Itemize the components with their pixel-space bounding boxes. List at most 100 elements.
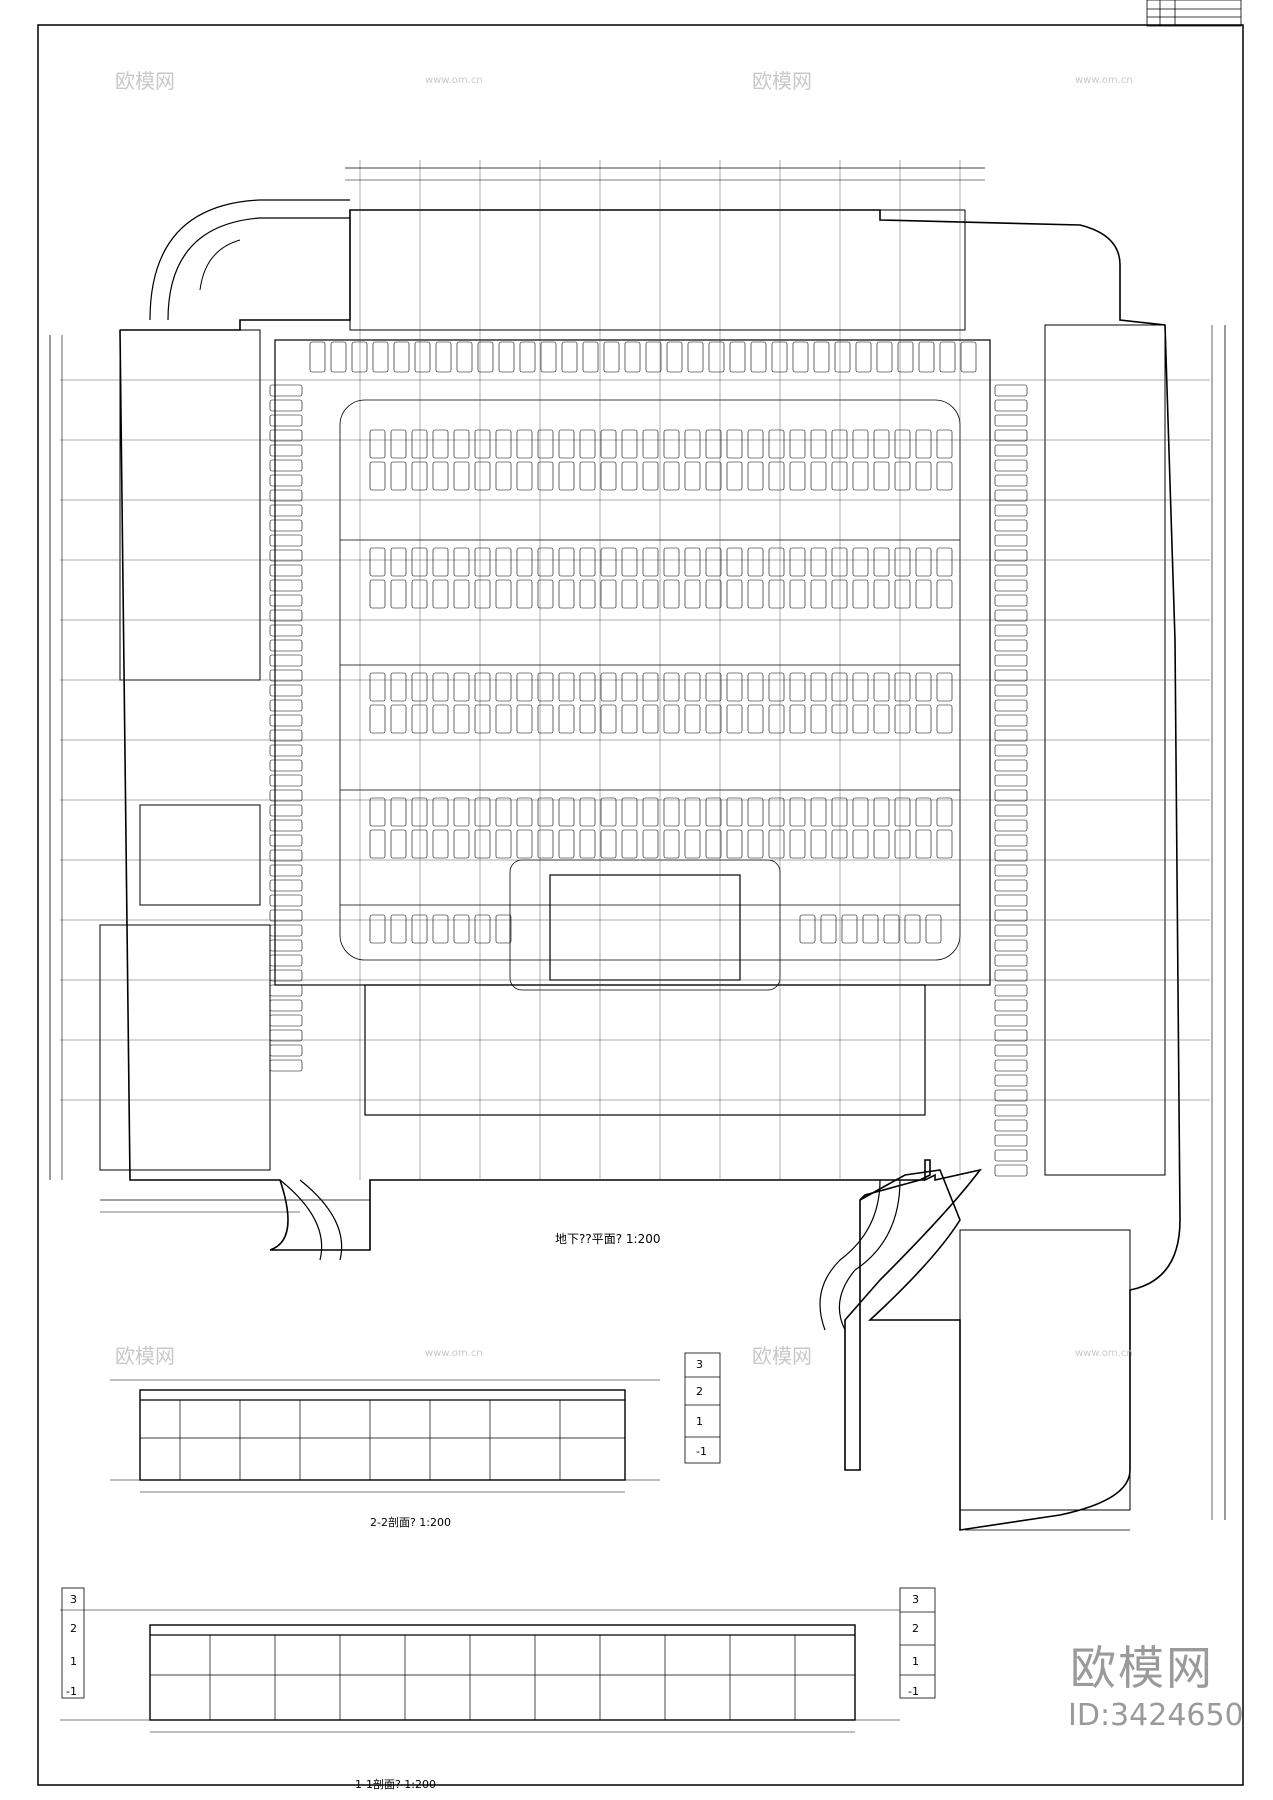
parking-stall	[831, 829, 848, 859]
parking-stall	[642, 829, 659, 859]
parking-stall	[994, 1059, 1028, 1072]
parking-stall	[600, 461, 617, 491]
parking-stall	[269, 609, 303, 622]
parking-stall	[582, 341, 599, 373]
parking-stall	[994, 819, 1028, 832]
parking-stall	[810, 797, 827, 827]
parking-stall	[873, 797, 890, 827]
parking-stall	[768, 429, 785, 459]
parking-stall	[747, 429, 764, 459]
parking-stall	[994, 504, 1028, 517]
parking-stall	[269, 639, 303, 652]
parking-stall	[994, 399, 1028, 412]
parking-stall	[789, 547, 806, 577]
parking-stall	[579, 704, 596, 734]
parking-stall	[621, 579, 638, 609]
parking-stall	[474, 829, 491, 859]
level-3-marker: 3	[912, 1593, 919, 1606]
parking-stall	[810, 704, 827, 734]
parking-stall	[600, 704, 617, 734]
parking-stall	[705, 579, 722, 609]
brand-logo: 欧模网	[1070, 1641, 1214, 1695]
parking-stall	[663, 672, 680, 702]
parking-stall	[498, 341, 515, 373]
parking-stall	[663, 829, 680, 859]
parking-stall	[994, 1164, 1028, 1177]
parking-stall	[994, 1119, 1028, 1132]
parking-stall	[852, 547, 869, 577]
parking-stall	[269, 894, 303, 907]
parking-stall	[495, 914, 512, 944]
parking-stall	[269, 1059, 303, 1072]
plan-title: 地下??平面? 1:200	[555, 1232, 661, 1246]
parking-stall	[558, 672, 575, 702]
parking-stall	[894, 704, 911, 734]
south-block	[364, 984, 926, 1116]
parking-stall	[918, 341, 935, 373]
parking-stall	[750, 341, 767, 373]
parking-stall	[269, 729, 303, 742]
parking-stall	[726, 797, 743, 827]
parking-stall	[516, 672, 533, 702]
parking-stall	[852, 579, 869, 609]
parking-stall	[474, 797, 491, 827]
parking-stall	[540, 341, 557, 373]
parking-stall	[411, 461, 428, 491]
parking-stall	[390, 704, 407, 734]
level-3-marker: 3	[696, 1358, 703, 1371]
parking-stall	[642, 547, 659, 577]
parking-stall	[684, 829, 701, 859]
parking-stall	[369, 704, 386, 734]
parking-stall	[666, 341, 683, 373]
parking-stall	[621, 672, 638, 702]
parking-stall	[831, 797, 848, 827]
parking-stall	[994, 549, 1028, 562]
parking-stall	[684, 547, 701, 577]
parking-stall	[474, 547, 491, 577]
parking-stall	[852, 672, 869, 702]
parking-stall	[516, 461, 533, 491]
parking-stall	[936, 547, 953, 577]
parking-stall	[453, 461, 470, 491]
parking-stall	[994, 834, 1028, 847]
parking-stall	[726, 579, 743, 609]
parking-stall	[994, 414, 1028, 427]
parking-stall	[897, 341, 914, 373]
parking-stall	[537, 829, 554, 859]
parking-stall	[453, 672, 470, 702]
parking-stall	[687, 341, 704, 373]
parking-stall	[894, 547, 911, 577]
parking-stall	[994, 669, 1028, 682]
parking-stall	[894, 461, 911, 491]
parking-stall	[768, 461, 785, 491]
parking-stall	[269, 1014, 303, 1027]
parking-stall	[994, 1089, 1028, 1102]
parking-stall	[432, 704, 449, 734]
parking-stall	[269, 924, 303, 937]
parking-stall	[269, 414, 303, 427]
parking-stall	[994, 534, 1028, 547]
parking-stall	[768, 797, 785, 827]
parking-stall	[936, 429, 953, 459]
parking-stall	[831, 579, 848, 609]
parking-stall	[642, 797, 659, 827]
parking-stall	[390, 461, 407, 491]
parking-stall	[432, 829, 449, 859]
section-2-2	[110, 1352, 721, 1493]
parking-stall	[994, 924, 1028, 937]
parking-stall	[269, 624, 303, 637]
parking-stall	[269, 669, 303, 682]
parking-stall	[663, 579, 680, 609]
parking-stall	[432, 914, 449, 944]
parking-stall	[269, 954, 303, 967]
parking-stall	[269, 654, 303, 667]
ramp-top-left	[149, 199, 350, 321]
parking-stall	[495, 429, 512, 459]
parking-stall	[873, 429, 890, 459]
level-2-marker: 2	[70, 1622, 77, 1635]
parking-stall	[603, 341, 620, 373]
ramp-bottom	[279, 1179, 323, 1261]
parking-stall	[495, 461, 512, 491]
parking-stall	[789, 579, 806, 609]
parking-stall	[561, 341, 578, 373]
